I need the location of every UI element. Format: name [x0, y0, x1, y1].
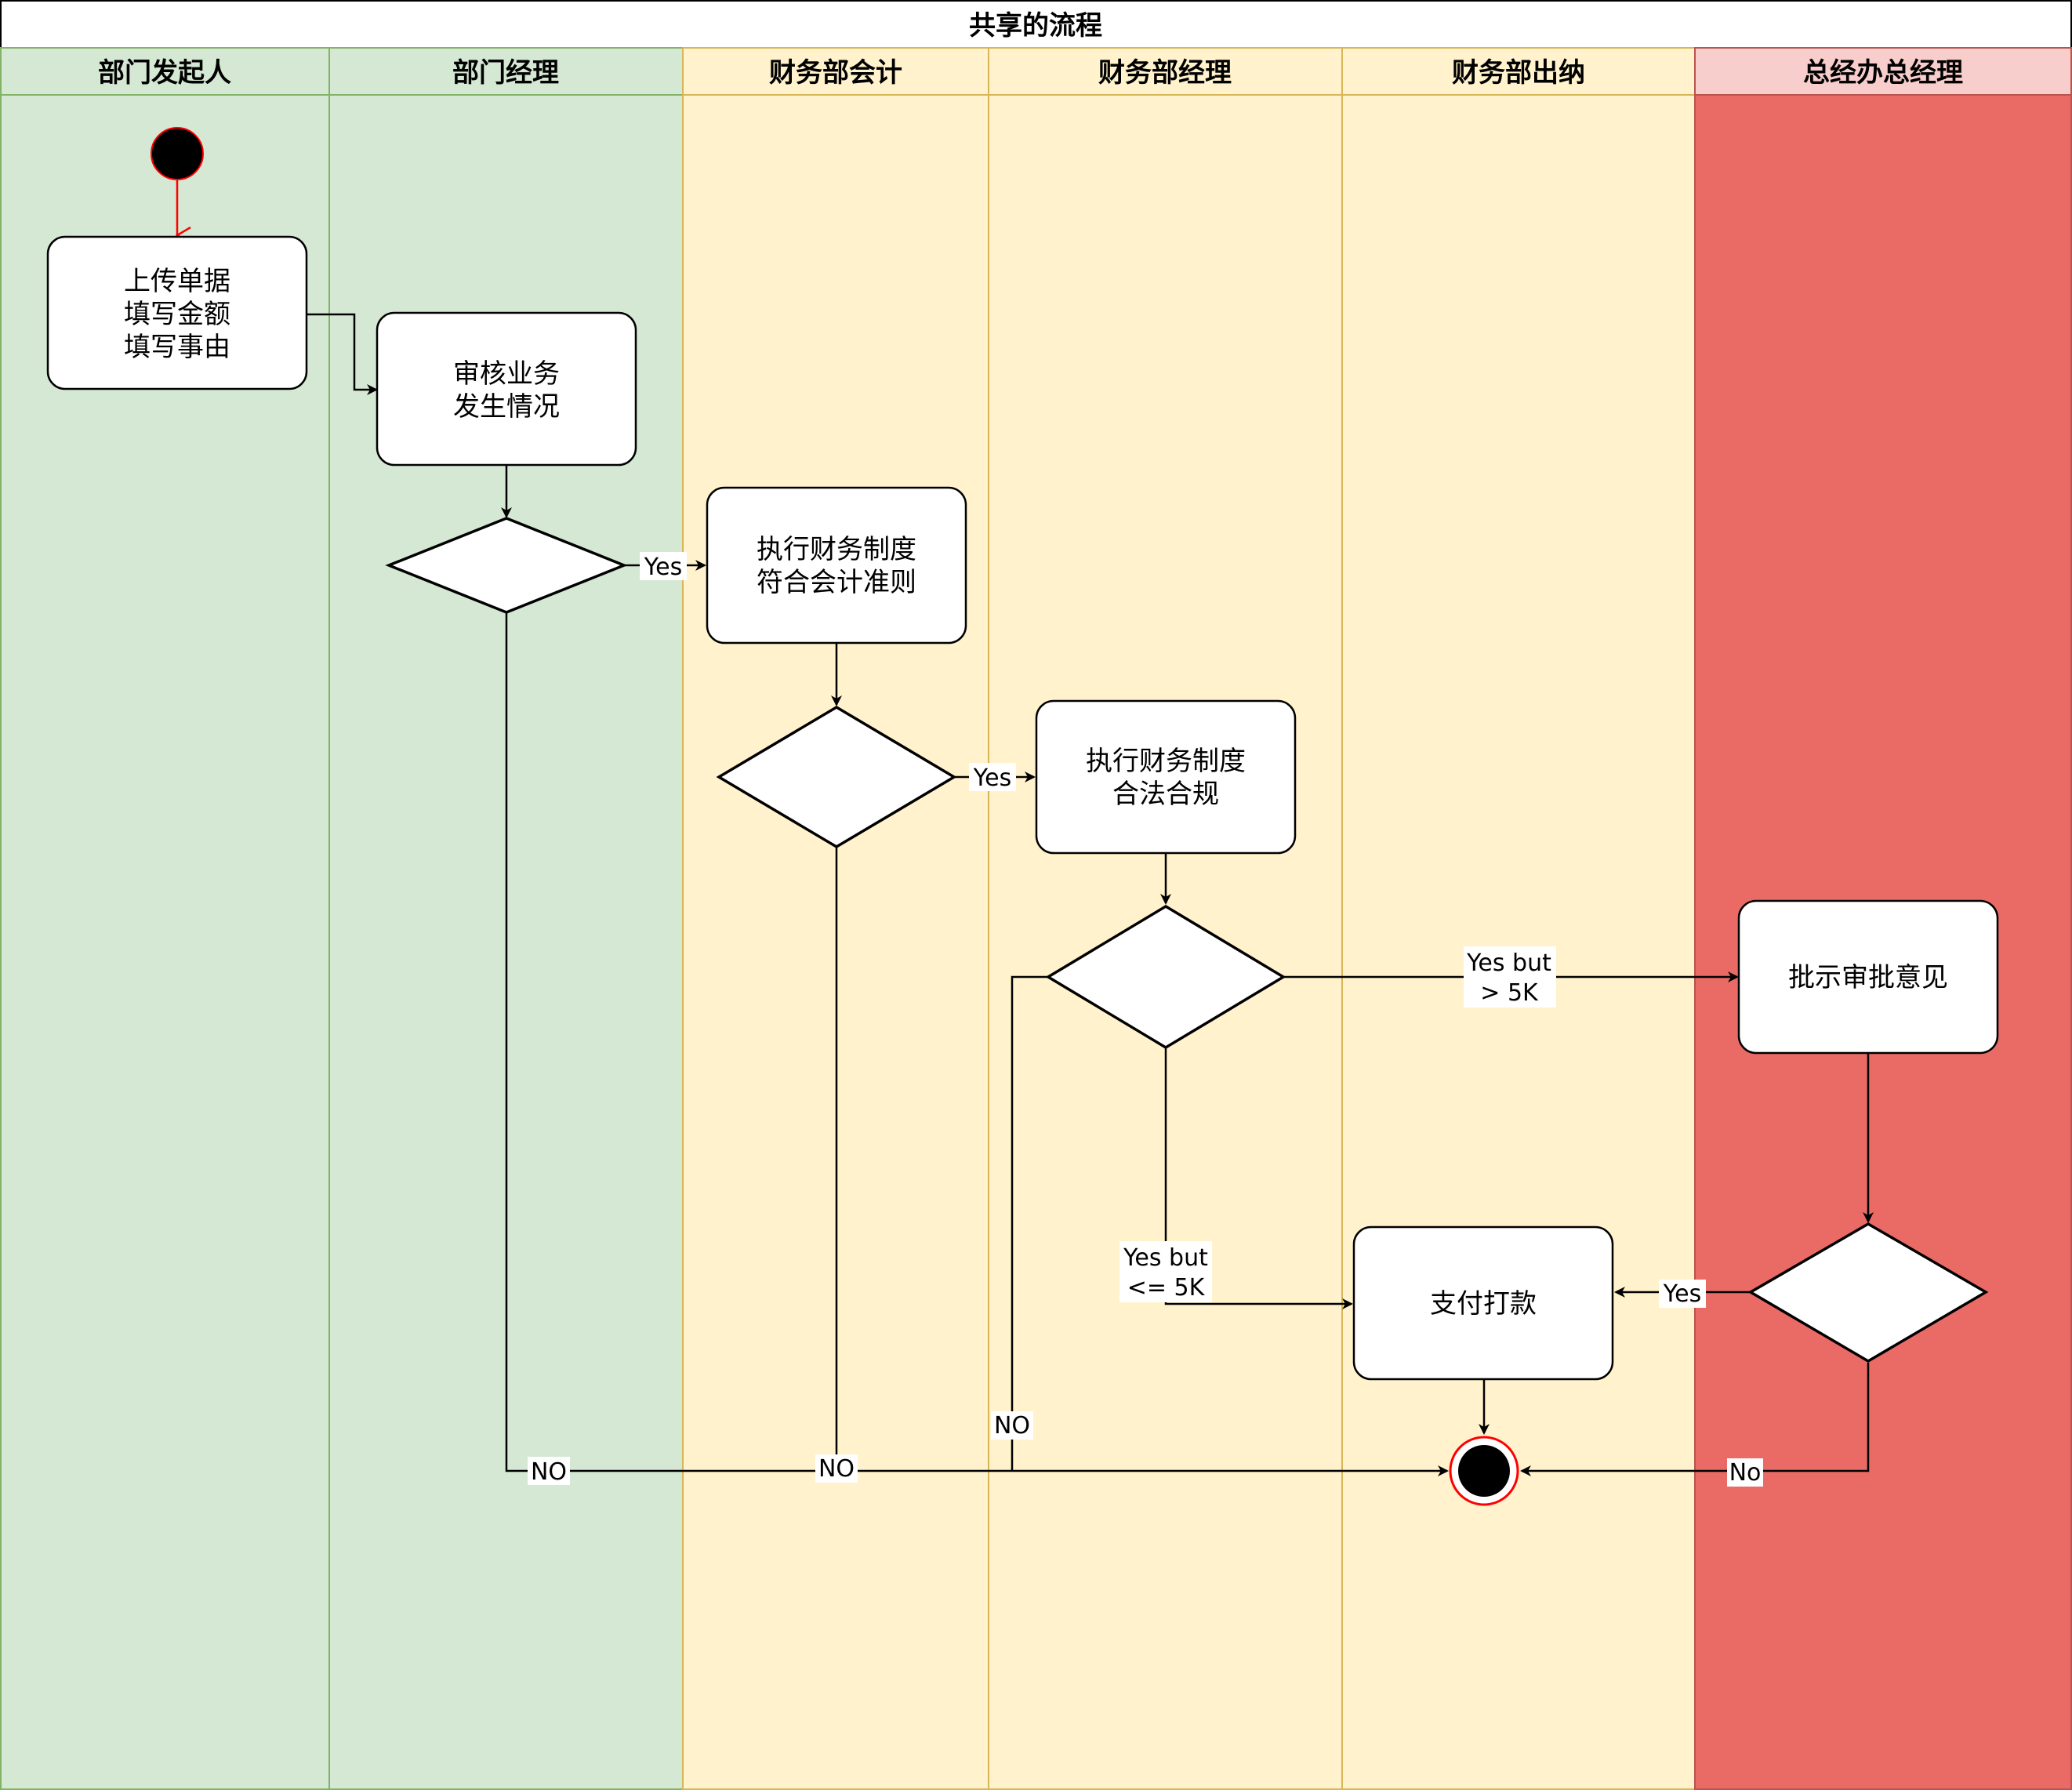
label-bg	[1727, 1458, 1763, 1487]
activity-label-line: 执行财务制度	[1086, 746, 1246, 777]
lane-title: 总经办总经理	[1803, 57, 1963, 89]
activity-label-line: 发生情况	[453, 391, 560, 423]
label-text: Yes	[1663, 1280, 1701, 1308]
decision-general-manager	[1747, 1222, 1989, 1363]
label-text: > 5K	[1480, 979, 1539, 1007]
label-bg	[1464, 946, 1556, 1008]
edge-label-yes-under-5k: Yes but <= 5K	[1119, 1241, 1212, 1302]
decision-finance-manager	[1045, 904, 1286, 1050]
decision-department-manager	[385, 517, 628, 614]
edge-label-no-d3: NO	[991, 1411, 1033, 1440]
edge-d3-no-to-end	[1011, 975, 1048, 1471]
lane-title: 部门发起人	[98, 57, 231, 89]
lane-title: 财务部出纳	[1452, 57, 1585, 89]
activity-review-business: 审核业务 发生情况	[376, 311, 637, 467]
label-bg	[1119, 1241, 1212, 1302]
lane-header	[1341, 47, 1696, 96]
activity-label-line: 批示审批意见	[1788, 962, 1948, 993]
activity-label-line: 符合会计准则	[757, 567, 916, 598]
activity-label-line: 上传单据	[124, 266, 230, 297]
label-bg	[991, 1411, 1033, 1440]
edge-label-no-gm: No	[1727, 1458, 1763, 1487]
lane-title: 财务部经理	[1098, 57, 1232, 89]
activity-box	[1352, 1225, 1614, 1381]
activity-box	[46, 235, 308, 390]
edge-upload-to-review	[307, 313, 378, 395]
activity-approval-opinion: 批示审批意见	[1737, 899, 1999, 1055]
decision-finance-accountant	[716, 705, 957, 849]
label-bg	[528, 1457, 570, 1485]
end-node	[1449, 1436, 1519, 1506]
lane-body	[1341, 47, 1696, 1790]
edge-label-yes-gm: Yes	[1659, 1280, 1706, 1308]
activity-box	[376, 311, 637, 467]
activity-label-line: 支付打款	[1430, 1288, 1537, 1320]
activity-accounting-standards: 执行财务制度 符合会计准则	[706, 486, 967, 644]
edge-label-no-d1: NO	[528, 1457, 570, 1486]
label-text: NO	[994, 1412, 1030, 1440]
activity-label-line: 填写金额	[124, 299, 230, 330]
edge-d3-to-pay	[1164, 1047, 1353, 1309]
lane-header	[0, 47, 330, 96]
edge-d1-no-to-end	[505, 613, 1449, 1476]
lane-header	[1694, 47, 2072, 96]
activity-compliance: 执行财务制度 合法合规	[1035, 699, 1297, 855]
activity-box	[1737, 899, 1999, 1055]
edge-label-yes-over-5k: Yes but > 5K	[1464, 946, 1556, 1008]
label-text: Yes	[973, 764, 1011, 792]
pool-title-bar	[0, 0, 2072, 49]
label-text: NO	[818, 1455, 855, 1483]
end-core	[1458, 1445, 1510, 1497]
lane-title: 部门经理	[452, 57, 559, 89]
pool-title: 共享的流程	[969, 10, 1102, 42]
activity-label-line: 执行财务制度	[757, 534, 916, 565]
lane-header	[328, 47, 684, 96]
activity-box	[706, 486, 967, 644]
label-bg	[969, 763, 1016, 791]
edge-label-yes-d1: Yes	[640, 552, 687, 581]
activity-label-line: 合法合规	[1112, 779, 1219, 810]
label-text: No	[1729, 1459, 1762, 1487]
activity-payment: 支付打款	[1352, 1225, 1614, 1381]
label-bg	[815, 1454, 858, 1483]
lane-finance-cashier: 财务部出纳	[1341, 47, 1696, 1790]
activity-label-line: 审核业务	[453, 358, 560, 390]
lane-header	[988, 47, 1343, 96]
label-bg	[640, 552, 687, 580]
start-node	[151, 127, 204, 180]
edge-label-no-d2: NO	[815, 1454, 858, 1483]
edge-d4-no-to-end	[1520, 1363, 1870, 1476]
activity-upload-receipt: 上传单据 填写金额 填写事由	[46, 235, 308, 390]
activity-label-line: 填写事由	[124, 332, 230, 363]
label-text: Yes	[644, 554, 682, 581]
label-text: <= 5K	[1127, 1274, 1206, 1302]
lane-header	[682, 47, 989, 96]
label-text: NO	[531, 1458, 567, 1486]
label-bg	[1659, 1280, 1706, 1308]
activity-box	[1035, 699, 1297, 855]
lane-title: 财务部会计	[769, 57, 902, 89]
edge-label-yes-d2: Yes	[969, 763, 1016, 792]
label-text: Yes but	[1123, 1244, 1208, 1272]
label-text: Yes but	[1466, 949, 1551, 977]
